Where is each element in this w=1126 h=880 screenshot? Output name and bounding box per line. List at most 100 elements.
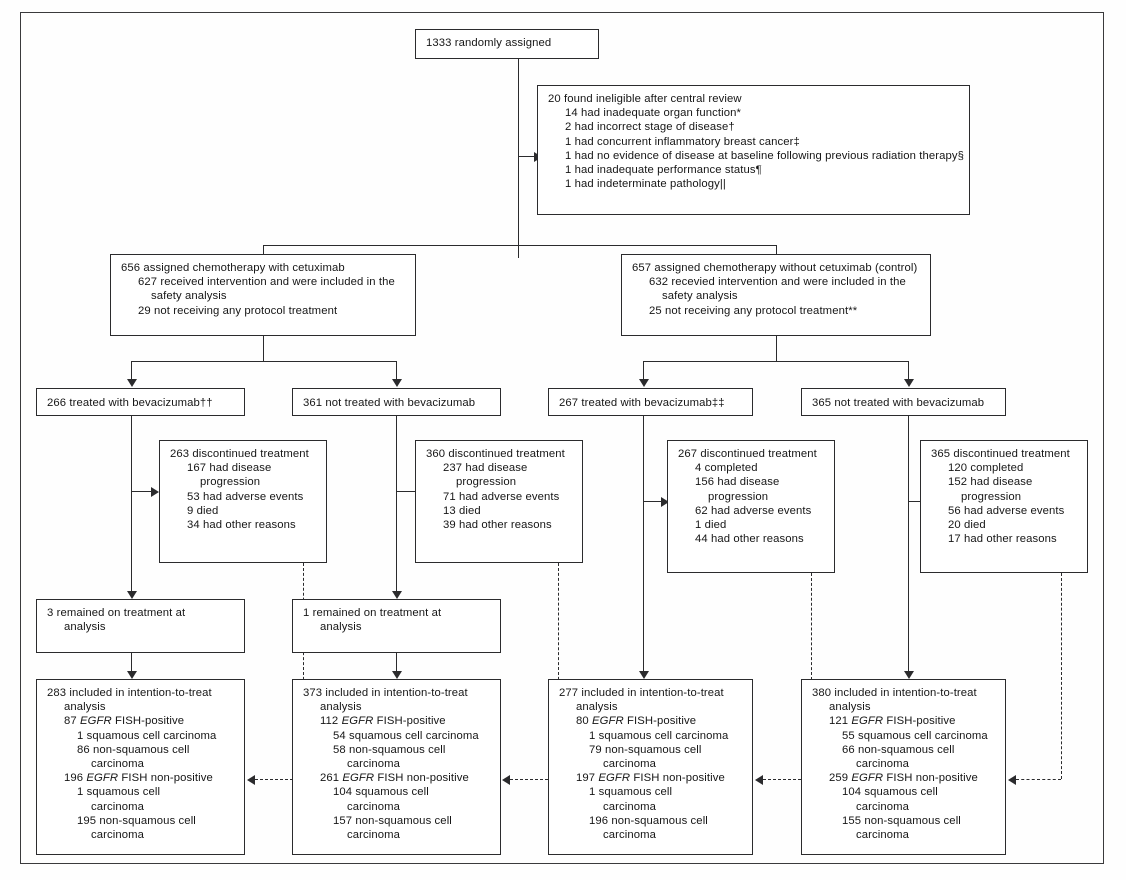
arrow-to-bev-b <box>392 379 402 387</box>
node-line: carcinoma <box>603 758 657 771</box>
node-line: carcinoma <box>856 829 910 842</box>
node-line: 263 discontinued treatment <box>170 448 309 460</box>
connector-bevC-down <box>643 416 644 674</box>
node-line: 4 completed <box>695 462 758 475</box>
connector-bevC-to-discC <box>643 501 665 502</box>
node-line: 261 EGFR FISH non-positive <box>320 772 469 785</box>
node-bev-c: 267 treated with bevacizumab‡‡ <box>548 388 753 416</box>
connector-bevA-to-discA <box>131 491 153 492</box>
node-line: carcinoma <box>91 829 145 842</box>
dashed-discB-down <box>558 563 559 779</box>
node-line: 196 non-squamous cell <box>589 814 708 827</box>
node-line: progression <box>200 476 261 489</box>
node-line: 20 found ineligible after central review <box>548 93 742 105</box>
connector-bevD-to-discD <box>908 501 930 502</box>
node-assigned-cetuximab: 656 assigned chemotherapy with cetuximab… <box>110 254 416 336</box>
arrow-to-remain-a <box>127 591 137 599</box>
arrow-dashed-to-itt-c <box>755 775 763 785</box>
node-line: 1 squamous cell carcinoma <box>77 729 217 742</box>
dashed-discB-to-ittB <box>510 779 558 780</box>
node-line: 361 not treated with bevacizumab <box>303 397 476 409</box>
connector-randomised-down <box>518 58 519 258</box>
arrow-to-remain-b <box>392 591 402 599</box>
node-line: 56 had adverse events <box>948 504 1065 517</box>
node-line: 3 remained on treatment at <box>47 607 186 619</box>
node-line: carcinoma <box>603 829 657 842</box>
dashed-discC-to-ittC <box>763 779 811 780</box>
node-line: 112 EGFR FISH-positive <box>320 715 446 728</box>
node-line: 80 EGFR FISH-positive <box>576 715 697 728</box>
node-line: 373 included in intention-to-treat <box>303 687 468 699</box>
node-line: 155 non-squamous cell <box>842 814 961 827</box>
node-line: 71 had adverse events <box>443 490 560 503</box>
node-line: 157 non-squamous cell <box>333 814 452 827</box>
node-line: 1 had no evidence of disease at baseline… <box>565 149 965 162</box>
node-bev-a: 266 treated with bevacizumab†† <box>36 388 245 416</box>
node-line: analysis <box>320 621 362 634</box>
node-assigned-control: 657 assigned chemotherapy without cetuxi… <box>621 254 931 336</box>
node-line: carcinoma <box>603 800 657 813</box>
node-line: 167 had disease <box>187 462 272 475</box>
node-line: 1 squamous cell <box>589 786 673 799</box>
node-line: 25 not receiving any protocol treatment*… <box>649 304 858 317</box>
arrow-dashed-to-itt-a <box>247 775 255 785</box>
arrow-to-bev-c <box>639 379 649 387</box>
dashed-discD-to-ittD <box>1016 779 1061 780</box>
node-line: 86 non-squamous cell <box>77 743 190 756</box>
connector-arm-split <box>263 245 776 246</box>
node-line: 259 EGFR FISH non-positive <box>829 772 978 785</box>
node-line: 1 had inadequate performance status¶ <box>565 164 762 177</box>
node-line: carcinoma <box>856 800 910 813</box>
node-line: 120 completed <box>948 462 1024 475</box>
node-line: analysis <box>576 701 618 714</box>
node-line: 657 assigned chemotherapy without cetuxi… <box>632 262 918 274</box>
node-line: 632 recevied intervention and were inclu… <box>649 276 906 289</box>
node-line: 53 had adverse events <box>187 490 304 503</box>
node-line: 195 non-squamous cell <box>77 814 196 827</box>
arrow-to-itt-d <box>904 671 914 679</box>
arrow-to-itt-a <box>127 671 137 679</box>
arrow-to-bev-d <box>904 379 914 387</box>
dashed-discC-down <box>811 573 812 779</box>
dashed-discA-to-ittA <box>255 779 303 780</box>
node-line: 66 non-squamous cell <box>842 743 955 756</box>
connector-armA-bev-split <box>131 361 396 362</box>
connector-armB-down <box>776 336 777 361</box>
node-line: carcinoma <box>856 758 910 771</box>
node-line: 1333 randomly assigned <box>426 37 552 49</box>
arrow-to-disc-a <box>151 487 159 497</box>
node-line: 380 included in intention-to-treat <box>812 687 977 699</box>
node-bev-d: 365 not treated with bevacizumab <box>801 388 1006 416</box>
node-line: 1 squamous cell carcinoma <box>589 729 729 742</box>
node-bev-b: 361 not treated with bevacizumab <box>292 388 501 416</box>
connector-armB-bevD-down <box>908 361 909 383</box>
node-line: 197 EGFR FISH non-positive <box>576 772 725 785</box>
node-line: 9 died <box>187 504 219 517</box>
connector-bevB-down <box>396 416 397 593</box>
node-line: carcinoma <box>347 829 401 842</box>
connector-armA-bevA-down <box>131 361 132 383</box>
node-line: 58 non-squamous cell <box>333 743 446 756</box>
arrow-to-bev-a <box>127 379 137 387</box>
node-line: 365 not treated with bevacizumab <box>812 397 985 409</box>
node-line: 104 squamous cell <box>842 786 938 799</box>
node-line: analysis <box>320 701 362 714</box>
node-line: 1 died <box>695 519 727 532</box>
connector-randomised-to-ineligible <box>518 156 536 157</box>
connector-remainA-down <box>131 653 132 674</box>
node-line: 267 discontinued treatment <box>678 448 817 460</box>
node-line: safety analysis <box>151 290 227 303</box>
connector-bevA-down <box>131 416 132 593</box>
connector-armA-bevB-down <box>396 361 397 383</box>
node-line: carcinoma <box>91 758 145 771</box>
node-line: 13 died <box>443 504 481 517</box>
node-randomised: 1333 randomly assigned <box>415 29 599 59</box>
arrow-to-itt-c <box>639 671 649 679</box>
node-line: 152 had disease <box>948 476 1033 489</box>
node-line: carcinoma <box>91 800 145 813</box>
